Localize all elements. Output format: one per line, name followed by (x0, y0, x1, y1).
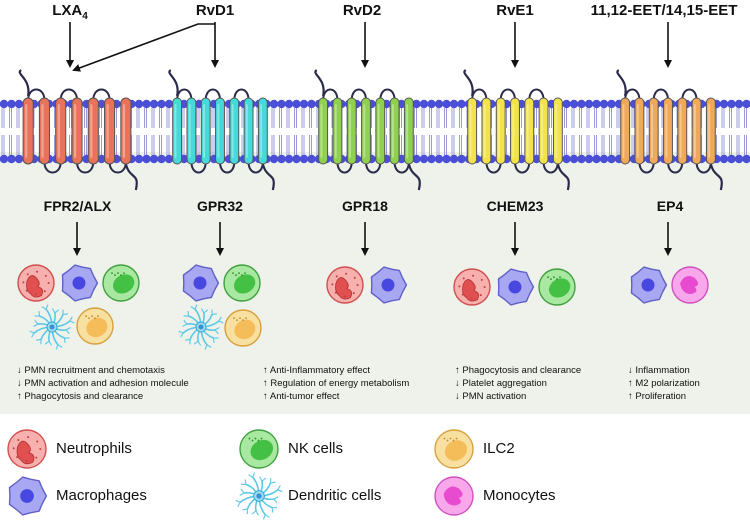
ligand-rvd1: RvD1 (195, 2, 235, 19)
ilc2-icon (434, 429, 474, 469)
effects-ep4: ↓ Inflammation ↑ M2 polarization ↑ Proli… (628, 364, 700, 403)
receptor-chem23 (463, 69, 570, 191)
dendritic-cell-icon (178, 304, 224, 350)
effect-line: ↓ PMN activation and adhesion molecule (17, 378, 189, 389)
receptor-fpr2-alx: FPR2/ALX (43, 198, 112, 214)
legend-label-nk-cells: NK cells (288, 440, 344, 457)
effect-line: ↓ Inflammation (628, 365, 690, 376)
effect-line: ↑ M2 polarization (628, 378, 700, 389)
receptor-fpr2 (18, 69, 138, 191)
effect-line: ↓ PMN recruitment and chemotaxis (17, 365, 165, 376)
receptor-gpr32: GPR32 (197, 198, 243, 214)
receptor-gpr18: GPR18 (342, 198, 388, 214)
monocyte-icon (671, 266, 709, 304)
nk-cell-icon (239, 429, 279, 469)
effect-line: ↓ PMN activation (455, 391, 527, 402)
legend-label-monocytes: Monocytes (483, 487, 556, 504)
nk-cell-icon (223, 264, 261, 302)
macrophage-icon (497, 268, 535, 306)
rvd1-to-fpr2-arrow (72, 23, 215, 72)
legend-label-neutrophils: Neutrophils (56, 440, 132, 457)
legend-label-dendritic-cells: Dendritic cells (288, 487, 382, 504)
receptor-ep4: EP4 (656, 198, 684, 214)
membrane-diagram (0, 22, 750, 350)
ligand-rvd2: RvD2 (342, 2, 382, 19)
effects-gpr32: ↑ Anti-Inflammatory effect ↑ Regulation … (263, 364, 409, 403)
nk-cell-icon (102, 264, 140, 302)
legend-label-ilc2: ILC2 (483, 440, 515, 457)
monocyte-icon (434, 476, 474, 516)
effect-line: ↑ Phagocytosis and clearance (455, 365, 582, 376)
ligand-lxa4: LXA4 (52, 2, 88, 22)
effect-line: ↑ Proliferation (628, 391, 687, 402)
macrophage-icon (182, 264, 220, 302)
legend-label-macrophages: Macrophages (56, 487, 147, 504)
effect-line: ↑ Anti-tumor effect (263, 391, 340, 402)
effect-line: ↑ Phagocytosis and clearance (17, 391, 144, 402)
neutrophil-icon (326, 266, 364, 304)
neutrophil-icon (453, 268, 491, 306)
neutrophil-icon (7, 429, 47, 469)
dendritic-cell-icon (235, 472, 283, 520)
ligand-eet: 11,12-EET/14,15-EET (590, 2, 738, 19)
effect-line: ↑ Anti-Inflammatory effect (263, 365, 371, 376)
macrophage-icon (61, 264, 99, 302)
macrophage-icon (8, 476, 48, 516)
effects-fpr2: ↓ PMN recruitment and chemotaxis ↓ PMN a… (17, 364, 189, 403)
ligand-rve1: RvE1 (496, 2, 534, 19)
effect-line: ↑ Regulation of energy metabolism (263, 378, 410, 389)
effect-line: ↓ Platelet aggregation (455, 378, 547, 389)
receptor-gpr32 (168, 69, 275, 191)
dendritic-cell-icon (29, 304, 75, 350)
ilc2-icon (224, 309, 262, 347)
effects-chem23: ↑ Phagocytosis and clearance ↓ Platelet … (455, 364, 581, 403)
receptor-ep4 (616, 69, 723, 191)
macrophage-icon (370, 266, 408, 304)
target-cells (17, 264, 709, 350)
macrophage-icon (630, 266, 668, 304)
nk-cell-icon (538, 268, 576, 306)
neutrophil-icon (17, 264, 55, 302)
ilc2-icon (76, 307, 114, 345)
receptor-gpr18 (314, 69, 421, 191)
receptor-chem23: CHEM23 (486, 198, 544, 214)
ligand-arrows (66, 22, 672, 256)
